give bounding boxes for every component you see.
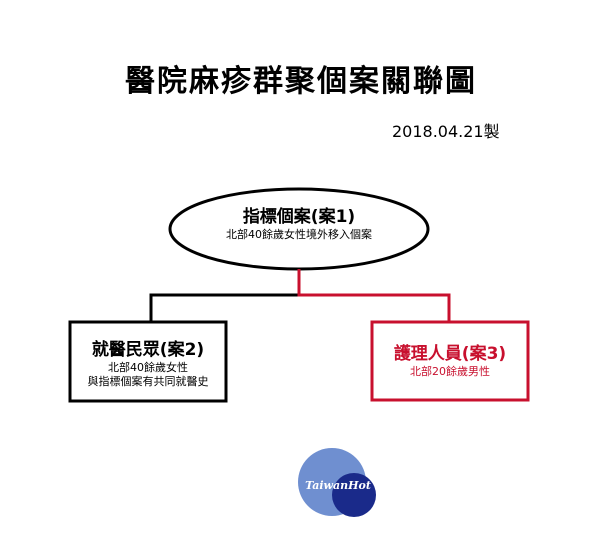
link-to-case3: [297, 269, 451, 322]
case2-title: 就醫民眾(案2): [91, 340, 205, 360]
case2-node: 就醫民眾(案2) 北部40餘歲女性 與指標個案有共同就醫史: [72, 340, 224, 389]
link-to-case2: [149, 269, 301, 322]
index-case-desc: 北部40餘歲女性境外移入個案: [226, 228, 372, 242]
taiwanhot-logo-icon: TaiwanHot: [298, 448, 376, 517]
case3-box: [370, 320, 530, 402]
case3-title: 護理人員(案3): [393, 344, 507, 364]
logo-text: TaiwanHot: [305, 479, 371, 492]
index-case-node: 指標個案(案1) 北部40餘歲女性境外移入個案: [170, 207, 428, 242]
case2-box: [68, 320, 228, 403]
diagram-title: 醫院麻疹群聚個案關聯圖: [125, 64, 477, 99]
case2-desc-line2: 與指標個案有共同就醫史: [87, 375, 209, 388]
index-case-title: 指標個案(案1): [242, 207, 356, 227]
case3-desc: 北部20餘歲男性: [410, 365, 490, 379]
case3-node: 護理人員(案3) 北部20餘歲男性: [374, 344, 526, 379]
date-label: 2018.04.21製: [392, 122, 500, 141]
case2-desc-line1: 北部40餘歲女性: [108, 361, 188, 375]
